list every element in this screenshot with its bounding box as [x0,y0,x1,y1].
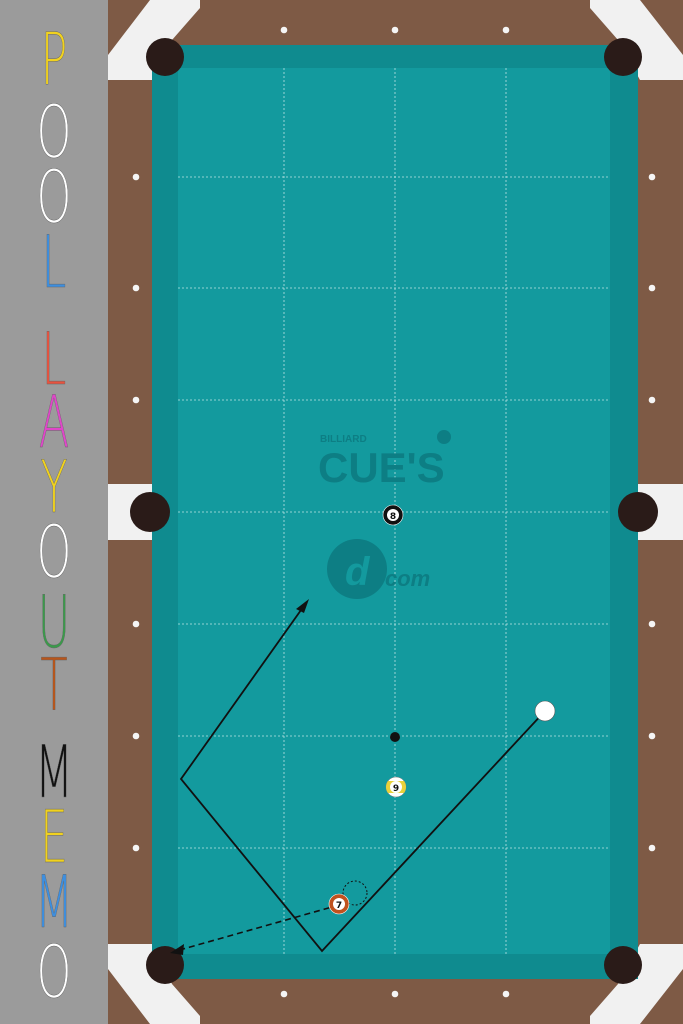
ghost-ball [342,880,368,906]
cue-ball-path [179,602,546,953]
title-letter: U [38,581,71,665]
diamond-marker [280,26,288,34]
logo-sub-text: com [385,566,430,591]
diamond-marker [648,620,656,628]
ball-9-label: 9 [393,784,399,794]
rail-diamonds [132,26,656,998]
pocket-side-right [618,492,658,532]
ball-8[interactable]: 8 [382,504,404,526]
ball-9[interactable]: 9 [385,776,407,798]
title-letter: P [41,18,68,102]
title-letter: E [40,796,68,880]
shot-paths [170,599,546,955]
logo-d-letter: d [345,550,371,594]
title-letter: M [35,861,74,945]
title-letter: L [42,318,67,402]
watermark-logo: BILLIARD CUE'S d com [318,430,451,599]
corner-cap-top-left [108,0,200,80]
diamond-marker [648,173,656,181]
pocket-top-left [146,38,184,76]
title-letter: M [35,731,74,815]
diamond-marker [132,173,140,181]
path-arrowhead [296,599,309,613]
corner-cap-bottom-left [108,944,200,1024]
title-letter: O [36,931,71,1015]
ball-8-label: 8 [390,512,396,522]
pocket-bottom-left [146,946,184,984]
pocket-top-right [604,38,642,76]
diamond-marker [132,284,140,292]
diamond-marker [648,844,656,852]
title-letter: L [42,221,67,305]
corner-cap-top-right [590,0,683,80]
logo-circle-icon [327,539,387,599]
object-path-arrowhead [170,944,184,955]
diamond-marker [132,620,140,628]
diamond-marker [648,732,656,740]
diamond-marker [648,284,656,292]
logo-small-text: BILLIARD [320,434,367,445]
foot-spot [390,732,400,742]
object-ball-path [175,904,340,952]
title-sidebar [0,0,108,1024]
pockets [130,38,658,984]
diamond-marker [391,990,399,998]
corner-cap-bottom-right [590,944,683,1024]
diamond-marker [648,396,656,404]
title-letter: O [36,511,71,595]
diamond-marker [280,990,288,998]
ball-7-label: 7 [336,901,342,911]
pocket-side-left [130,492,170,532]
title-letter: A [39,381,70,465]
pocket-bottom-right [604,946,642,984]
diamond-marker [132,396,140,404]
title-letter: Y [40,446,67,530]
diamond-marker [132,732,140,740]
diamond-marker [132,844,140,852]
logo-ball-icon [437,430,451,444]
cue-ball[interactable] [534,700,556,722]
diamond-marker [502,990,510,998]
title-letter: T [40,644,67,728]
title-letter: O [36,91,71,175]
diamond-marker [502,26,510,34]
ball-7[interactable]: 7 [328,893,350,915]
title-letter: O [36,156,71,240]
logo-main-text: CUE'S [318,444,445,491]
diamond-marker [391,26,399,34]
